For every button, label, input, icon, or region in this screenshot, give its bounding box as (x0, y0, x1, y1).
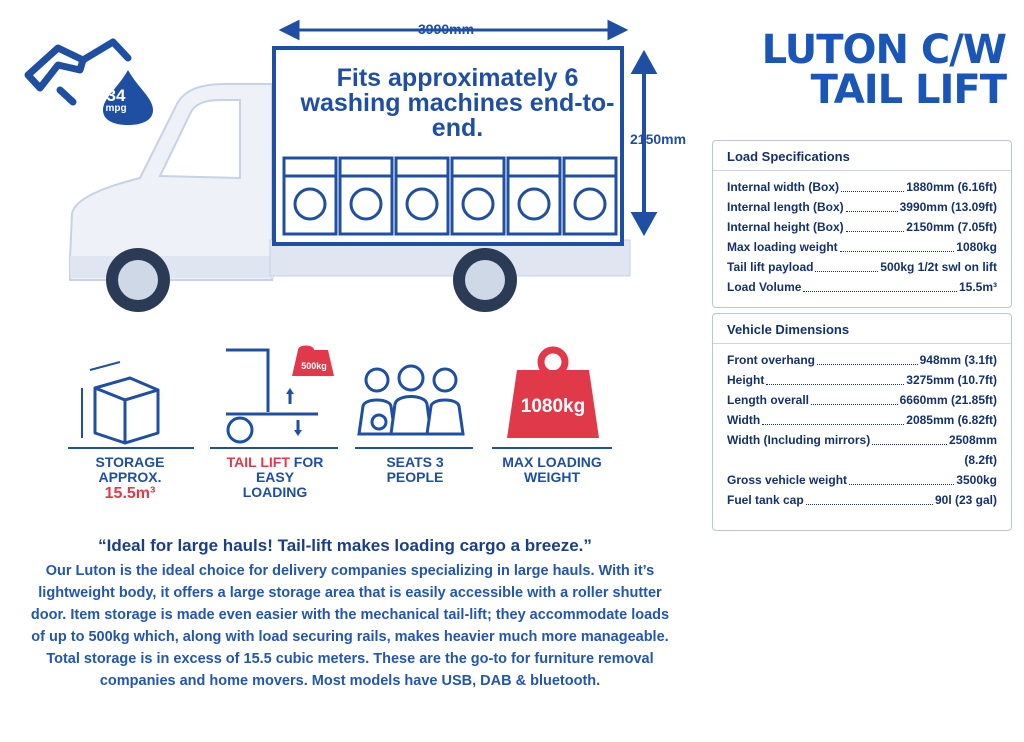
storage-caption: STORAGE APPROX. 15.5m³ (95, 454, 165, 503)
length-arrow (278, 19, 629, 41)
title-line-1: LUTON C/W (761, 27, 1007, 73)
divider (68, 447, 194, 449)
quote-heading: “Ideal for large hauls! Tail-lift makes … (98, 536, 592, 555)
mpg-unit: mpg (105, 103, 127, 114)
fits-text: Fits approximately 6 washing machines en… (300, 64, 615, 142)
max-load-badge: 1080kg (520, 396, 586, 417)
length-dimension: 3990mm (418, 21, 475, 37)
description-text: Our Luton is the ideal choice for delive… (30, 563, 670, 689)
mpg-value: 34 (106, 86, 126, 105)
spec-row: Internal height (Box)2150mm (7.05ft) (727, 220, 997, 234)
seats-people-icon (357, 364, 465, 436)
fuel-pump-icon (24, 38, 153, 125)
divider (355, 447, 473, 449)
dim-row-continued: (8.2ft) (964, 453, 997, 467)
van-bumper (70, 256, 274, 278)
tail-lift-badge: 500kg (301, 361, 327, 371)
seats-caption: SEATS 3 PEOPLE (386, 454, 444, 485)
tail-lift-caption: TAIL LIFT FOR EASY LOADING (226, 454, 324, 500)
van-cab (69, 83, 273, 281)
van-window (158, 99, 241, 180)
height-dimension: 2150mm (630, 131, 687, 147)
page-title: LUTON C/W TAIL LIFT (761, 27, 1007, 113)
dim-row: Width (Including mirrors)2508mm (727, 433, 997, 447)
divider (492, 447, 612, 449)
washing-machines (282, 156, 618, 236)
spec-row: Internal width (Box)1880mm (6.16ft) (727, 180, 997, 194)
mpg-badge: 34 mpg (96, 86, 136, 114)
height-arrow (630, 49, 658, 237)
fuel-drop-icon (103, 70, 153, 125)
van-wheels (106, 248, 517, 312)
divider (210, 447, 338, 449)
van-illustration (69, 19, 658, 312)
spec-row: Internal length (Box)3990mm (13.09ft) (727, 200, 997, 214)
load-spec-heading: Load Specifications (713, 141, 1011, 171)
vehicle-dim-heading: Vehicle Dimensions (713, 314, 1011, 344)
max-load-caption: MAX LOADING WEIGHT (502, 454, 602, 485)
tail-lift-icon (226, 345, 334, 444)
weight-500-icon (292, 345, 334, 376)
load-specifications-panel: Load Specifications Internal width (Box)… (712, 140, 1012, 308)
storage-box-icon (81, 361, 160, 445)
title-line-2: TAIL LIFT (810, 67, 1007, 113)
weight-1080-icon (507, 346, 599, 438)
